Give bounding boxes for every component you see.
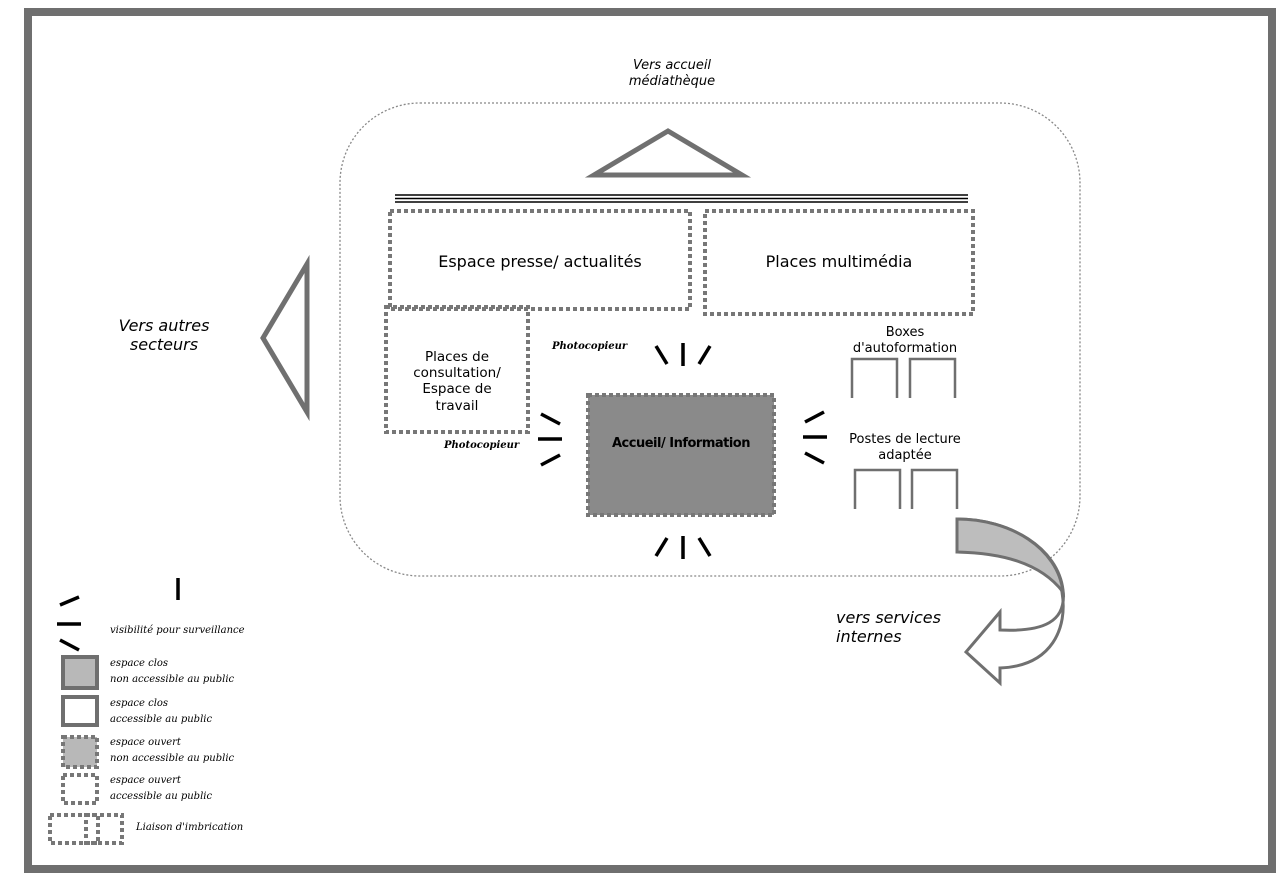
outer-frame [24, 8, 1276, 873]
legend-swatch-liaison [48, 813, 124, 845]
label-photocopieur-2: Photocopieur [444, 440, 520, 451]
legend-swatch-ouvert-non-accessible [61, 735, 99, 769]
label-vers-autres-secteurs: Vers autres secteurs [118, 316, 210, 355]
legend-label-liaison: Liaison d'imbrication [136, 822, 244, 833]
curved-arrow-services [955, 517, 1066, 687]
label-places-consultation: Places de consultation/ Espace de travai… [413, 349, 501, 414]
legend-swatch-clos-non-accessible [61, 655, 99, 690]
legend-label-visibilite: visibilité pour surveillance [110, 625, 245, 636]
legend-swatch-clos-accessible [61, 695, 99, 727]
label-vers-services-internes: vers services internes [836, 608, 941, 647]
sector-boundary [339, 102, 1081, 577]
legend-swatch-ouvert-accessible [61, 773, 99, 805]
zone-presse [388, 209, 692, 311]
legend-label-clos-non-accessible: espace clos non accessible au public [110, 658, 235, 685]
zone-consultation [384, 305, 530, 434]
label-espace-presse: Espace presse/ actualités [438, 252, 642, 271]
visibility-rays-top [654, 343, 712, 366]
triple-line-separator [395, 194, 968, 203]
label-postes-lecture: Postes de lecture adaptée [849, 432, 961, 463]
zone-accueil [586, 393, 776, 517]
boxes-autoformation [850, 357, 957, 398]
label-vers-accueil: Vers accueil médiathèque [628, 58, 716, 89]
arrow-left-triangle [260, 254, 310, 422]
visibility-rays-right [803, 410, 827, 465]
visibility-rays-bottom [654, 536, 712, 559]
label-photocopieur-1: Photocopieur [552, 341, 628, 352]
postes-lecture-adaptee [853, 468, 959, 509]
legend-label-ouvert-non-accessible: espace ouvert non accessible au public [110, 737, 235, 764]
label-boxes-autoformation: Boxes d'autoformation [852, 325, 958, 356]
arrow-up-triangle [584, 128, 752, 178]
zone-multimedia [703, 209, 975, 316]
legend-label-ouvert-accessible: espace ouvert accessible au public [110, 775, 213, 802]
visibility-rays-left [538, 412, 562, 467]
label-accueil-information: Accueil/ Information [612, 436, 751, 451]
label-places-multimedia: Places multimédia [765, 252, 913, 271]
legend-visibility-symbol [57, 578, 180, 652]
legend-label-clos-accessible: espace clos accessible au public [110, 698, 213, 725]
